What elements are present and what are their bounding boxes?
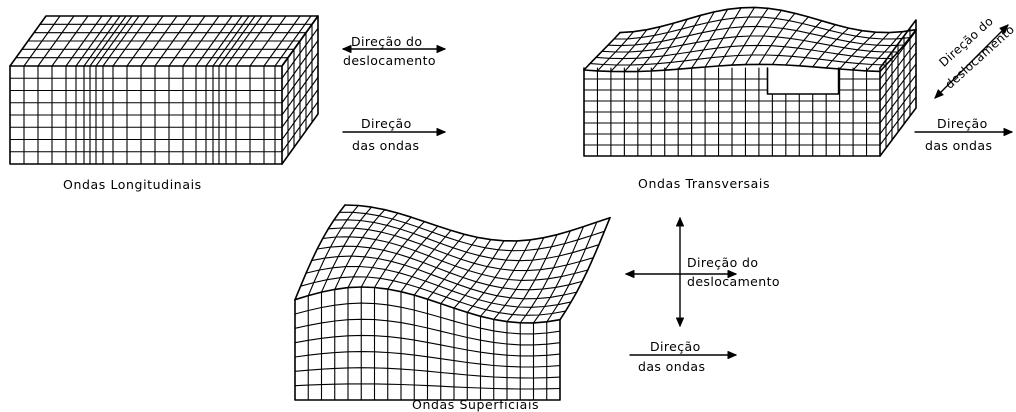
top-wave-depth-line [664, 14, 702, 71]
side-grid-line [281, 64, 319, 116]
surface-depth-line [413, 233, 465, 296]
surface-depth-line [559, 216, 611, 321]
front-grid-horizontal [294, 383, 561, 390]
top-wave-depth-line [691, 8, 729, 69]
top-wave-depth-line [865, 31, 904, 72]
surface-depth-line [334, 209, 386, 290]
top-wave-depth-line [758, 12, 796, 65]
displacement-arrow-head-start [934, 89, 944, 99]
surface-depth-line [347, 212, 399, 289]
side-grid-line [281, 88, 319, 141]
displacement-arrow-shaft [934, 24, 1009, 99]
surface-depth-line [360, 216, 412, 288]
side-grid-line [879, 85, 917, 135]
top-wave-depth-line [596, 31, 635, 72]
surface-depth-line [320, 206, 373, 293]
top-wave-depth-line [717, 6, 756, 67]
longitudinal-block [9, 15, 446, 165]
top-wave-depth-line [771, 16, 809, 66]
longitudinal-wave-direction-label-line1: Direção [361, 116, 412, 131]
side-grid-line [879, 63, 917, 113]
side-grid-line [879, 96, 917, 146]
top-wave-depth-line [677, 11, 715, 70]
side-grid-line [879, 41, 917, 91]
top-wave-depth-line [812, 27, 850, 68]
vertical-displacement-arrow-head-start [676, 217, 684, 227]
surface-depth-line [506, 234, 558, 323]
superficial-caption: Ondas Superficiais [412, 397, 540, 412]
surface-depth-line [373, 221, 426, 289]
surface-depth-line [426, 236, 479, 300]
longitudinal-displacement-label-line1: Direção do [351, 34, 423, 49]
top-wave-depth-line [623, 26, 661, 73]
surface-depth-line [307, 204, 359, 297]
top-wave-depth-line [583, 31, 621, 71]
surface-depth-line [546, 221, 598, 323]
top-wave-depth-line [610, 29, 648, 72]
top-wave-depth-line [798, 24, 836, 67]
side-grid-line [281, 39, 319, 92]
transversal-wave-direction-label-line1: Direção [937, 116, 988, 131]
surface-depth-line [400, 229, 452, 293]
front-grid-horizontal [294, 334, 561, 357]
transversal-caption: Ondas Transversais [638, 176, 771, 191]
side-grid-line [281, 76, 319, 128]
surface-depth-line [387, 225, 439, 290]
superficial-wave-direction-label-line2: das ondas [638, 359, 706, 374]
superficial-displacement-label-line2: deslocamento [687, 274, 780, 289]
side-grid-line [879, 52, 917, 102]
top-wave-depth-line [731, 7, 769, 66]
surface-depth-line [519, 230, 571, 324]
top-wave-depth-line [852, 32, 890, 71]
surface-line [316, 245, 583, 291]
top-wave-depth-line [704, 7, 742, 68]
longitudinal-caption: Ondas Longitudinais [63, 177, 202, 192]
horizontal-displacement-arrow-head-start [625, 270, 635, 278]
top-wave-depth-line [650, 18, 688, 72]
side-grid-line [879, 74, 917, 124]
superficial-block [294, 204, 737, 401]
top-wave-depth-line [637, 22, 675, 73]
top-wave-depth-line [839, 31, 877, 70]
transversal-wave-direction-label-line2: das ondas [925, 138, 993, 153]
side-grid-line [281, 101, 319, 153]
horizontal-displacement-arrow-head-end [727, 270, 737, 278]
surface-depth-line [453, 240, 505, 309]
top-wave-line [595, 44, 893, 60]
surface-line [327, 227, 594, 272]
surface-depth-line [294, 204, 346, 301]
front-grid-horizontal [294, 302, 561, 335]
top-wave-depth-line [825, 30, 863, 69]
front-grid-horizontal [294, 367, 561, 379]
side-grid-line [879, 30, 917, 80]
transversal-block [583, 6, 1013, 157]
longitudinal-wave-direction-label-line2: das ondas [352, 138, 420, 153]
surface-depth-line [532, 226, 585, 324]
surface-depth-line [493, 237, 545, 320]
side-grid-line [281, 27, 319, 79]
side-grid-line [281, 52, 319, 104]
longitudinal-displacement-label-line2: deslocamento [343, 53, 436, 68]
surface-depth-line [479, 239, 532, 317]
surface-depth-line [440, 239, 492, 305]
vertical-displacement-arrow-head-end [676, 317, 684, 327]
surface-depth-line [466, 240, 518, 313]
front-grid-horizontal [294, 318, 561, 346]
displacement-arrow-head-start [342, 45, 352, 53]
wave-direction-arrow-head-end [727, 351, 737, 359]
top-wave-depth-line [785, 20, 823, 66]
displacement-arrow-head-end [999, 24, 1009, 34]
front-notch-outline [766, 67, 840, 95]
top-wave-depth-line [744, 9, 783, 66]
wave-direction-arrow-head-end [436, 128, 446, 136]
superficial-displacement-label-line1: Direção do [687, 255, 759, 270]
superficial-wave-direction-label-line1: Direção [650, 339, 701, 354]
displacement-arrow-head-end [436, 45, 446, 53]
front-grid-horizontal [294, 351, 561, 368]
wave-direction-arrow-head-end [1003, 128, 1013, 136]
